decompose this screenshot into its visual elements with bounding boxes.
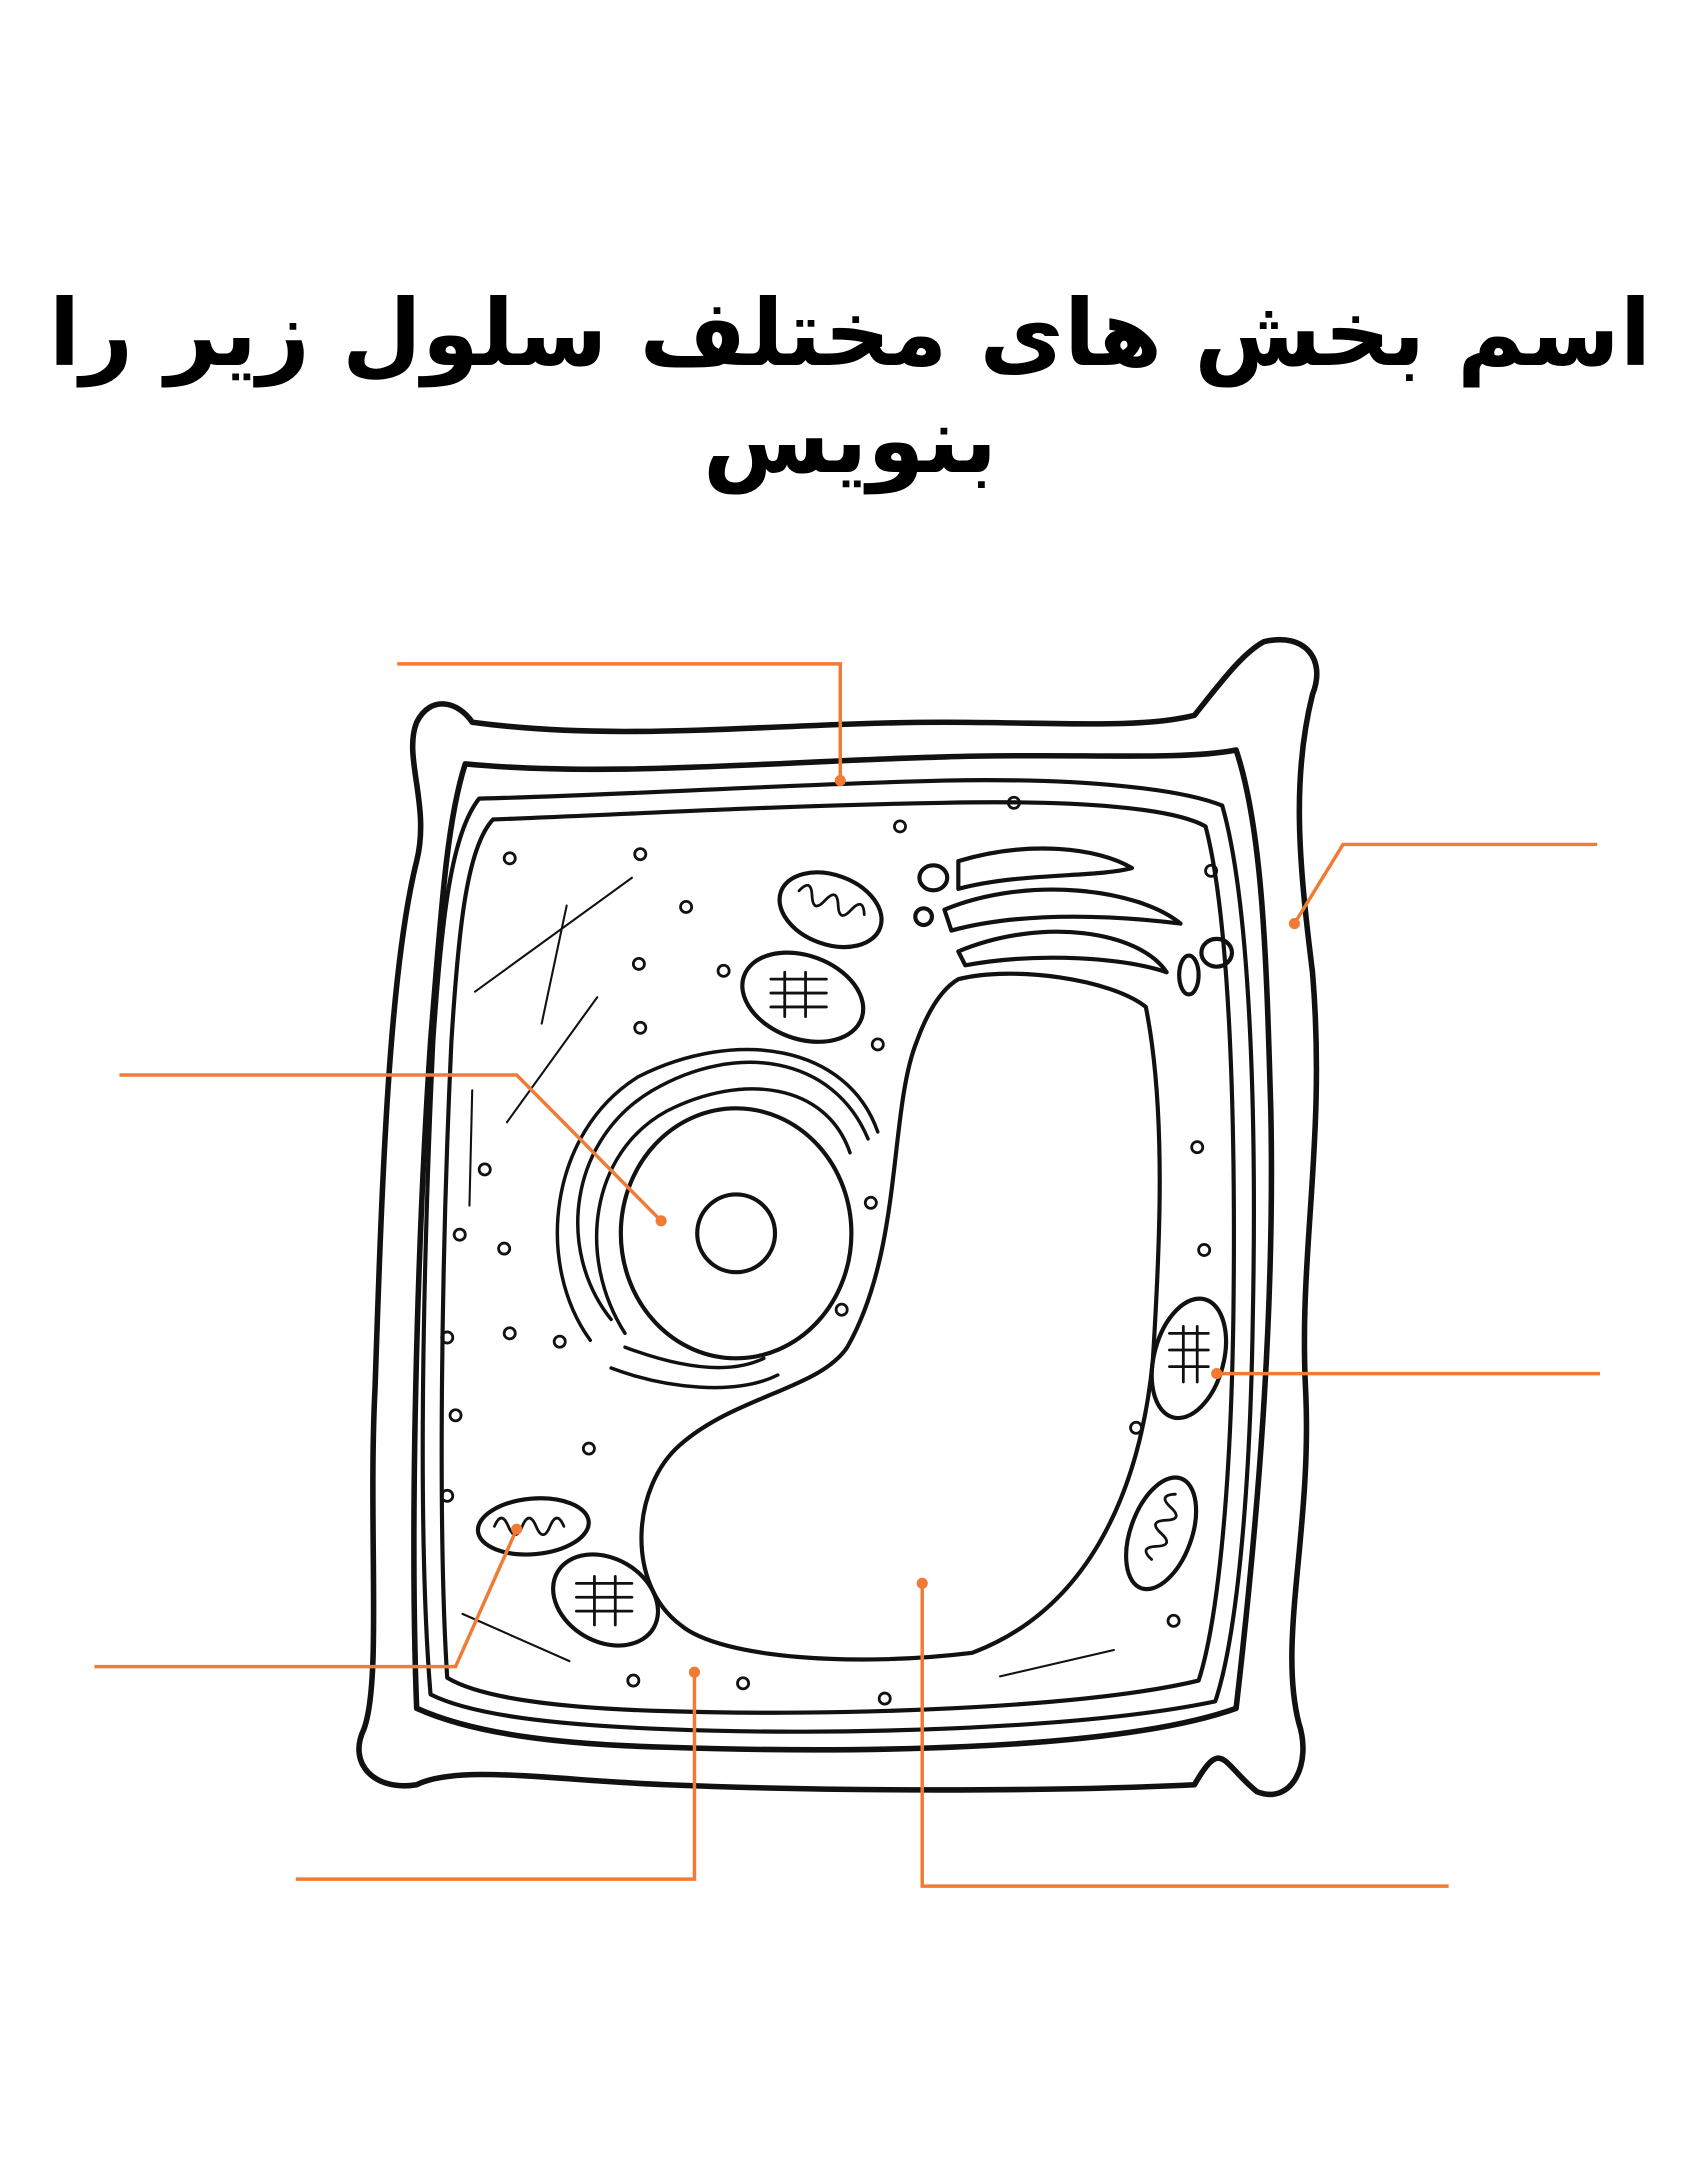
cell-wall-inner xyxy=(411,747,1275,1753)
label-dot xyxy=(834,775,846,787)
mitochondria xyxy=(475,870,1199,1592)
label-line-mitochondrion xyxy=(94,1528,519,1669)
cytoskeleton xyxy=(461,876,1115,1678)
label-dot xyxy=(655,1215,667,1227)
label-line-vacuole xyxy=(920,1583,1449,1888)
label-line-nucleus xyxy=(119,1073,663,1223)
nucleolus xyxy=(695,1192,778,1275)
label-dot xyxy=(1288,918,1300,930)
cell-membrane-inner xyxy=(439,800,1236,1715)
cell-membrane xyxy=(420,778,1256,1734)
chloroplasts xyxy=(551,950,1229,1648)
label-dot xyxy=(1211,1368,1223,1380)
central-vacuole xyxy=(639,971,1162,1662)
rough-er xyxy=(555,1047,880,1390)
label-line-cell-wall xyxy=(1292,842,1598,925)
cell-wall-outer xyxy=(356,637,1320,1798)
golgi-apparatus xyxy=(913,846,1235,997)
label-line-cytoplasm xyxy=(295,1672,697,1881)
label-line-cell-membrane xyxy=(397,662,843,781)
label-dot xyxy=(511,1523,523,1535)
label-dot xyxy=(916,1577,928,1589)
worksheet-title: اسم بخش های مختلف سلول زیر را بنویس xyxy=(48,280,1652,494)
nucleus xyxy=(618,1106,854,1361)
vesicles xyxy=(440,795,1219,1706)
label-dot xyxy=(688,1666,700,1678)
